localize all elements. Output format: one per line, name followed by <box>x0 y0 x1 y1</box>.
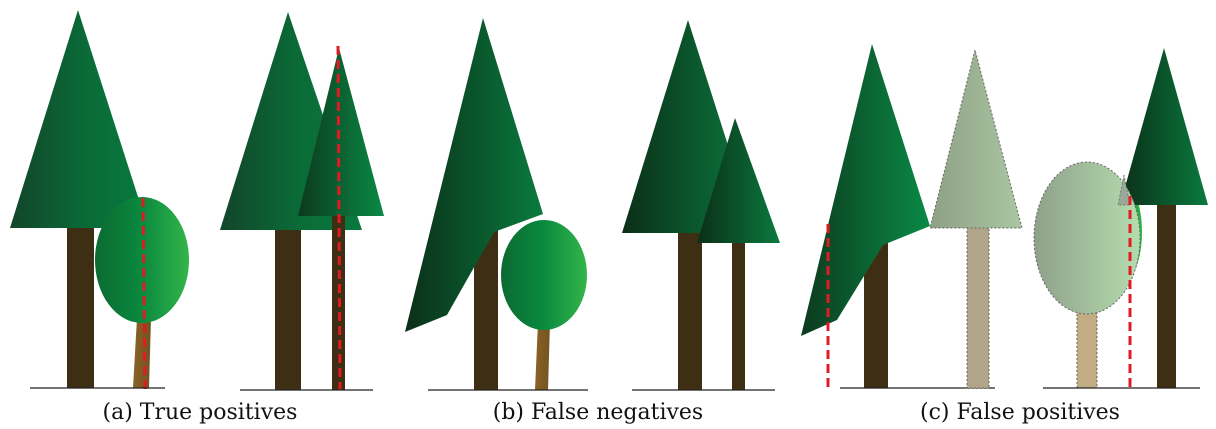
conifer-trunk <box>732 240 745 390</box>
panel-false-negatives <box>405 18 780 390</box>
conifer-trunk <box>67 225 94 388</box>
caption-false-negatives: (b) False negatives <box>488 398 708 428</box>
conifer-trunk <box>678 228 702 390</box>
conifer-trunk <box>1157 200 1176 388</box>
ghost-deciduous-trunk <box>1077 308 1097 388</box>
deciduous-trunk <box>535 322 550 390</box>
conifer-trunk <box>275 228 301 390</box>
caption-false-positives: (c) False positives <box>905 398 1135 428</box>
panel-false-positives <box>801 44 1208 388</box>
panel-true-positives <box>10 10 384 390</box>
deciduous-trunk <box>133 318 151 388</box>
ghost-conifer-trunk <box>967 227 989 388</box>
conifer-crown <box>10 10 148 228</box>
ghost-conifer-crown <box>930 50 1022 228</box>
caption-true-positives: (a) True positives <box>100 398 300 428</box>
deciduous-crown <box>501 220 587 330</box>
conifer-crown <box>1120 48 1208 205</box>
